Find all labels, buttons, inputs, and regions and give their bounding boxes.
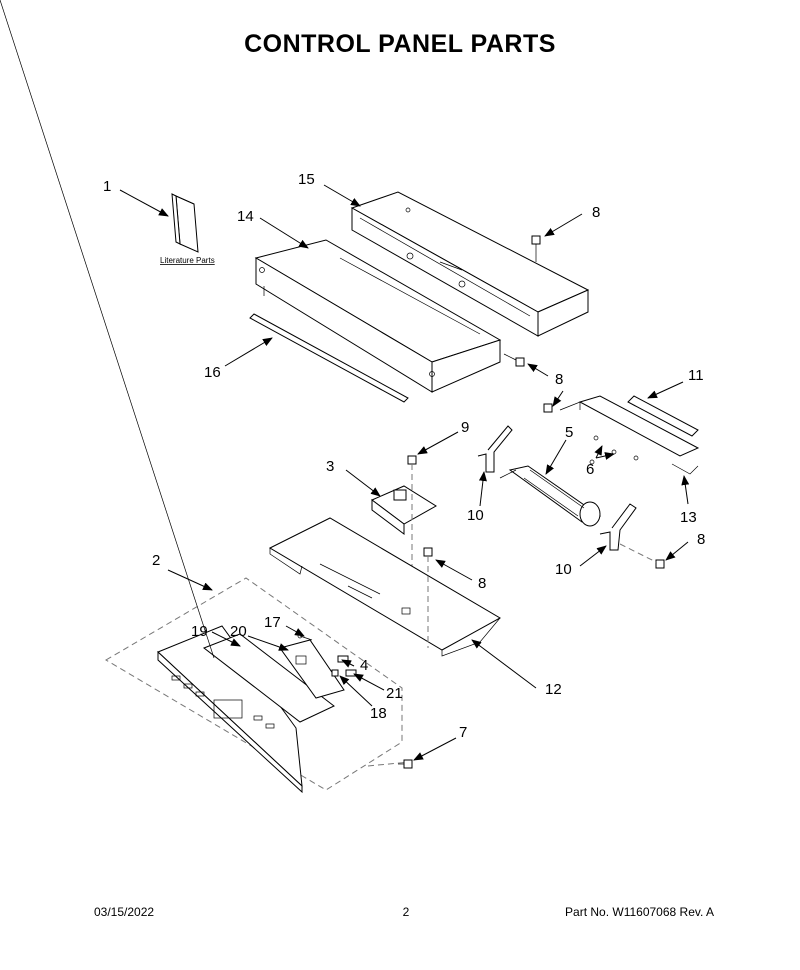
leader-6b	[595, 452, 615, 460]
callout-20: 20	[230, 623, 247, 640]
touch-control-board	[0, 0, 335, 723]
control-panel-top-cover	[350, 191, 590, 337]
callout-8-board: 8	[478, 575, 486, 592]
leader-8-bracket	[552, 390, 564, 407]
callout-6: 6	[586, 461, 594, 478]
leader-21	[353, 673, 385, 691]
leader-6a	[594, 445, 603, 459]
relay-board	[371, 485, 437, 535]
harness-17	[297, 633, 313, 641]
wire-connectors	[589, 435, 639, 465]
callout-1: 1	[103, 178, 111, 195]
leader-12	[471, 639, 537, 689]
leader-10b	[579, 545, 607, 567]
callout-2: 2	[152, 552, 160, 569]
leader-3	[345, 469, 381, 497]
leader-8-top	[544, 213, 583, 237]
leader-20	[247, 635, 289, 651]
callout-4: 4	[360, 657, 368, 674]
leader-7	[413, 737, 457, 761]
callout-12: 12	[545, 681, 562, 698]
callout-7: 7	[459, 724, 467, 741]
leader-8-board	[435, 559, 473, 581]
footer-date: 03/15/2022	[94, 905, 155, 919]
leader-8-right	[665, 541, 689, 561]
callout-14: 14	[237, 208, 254, 225]
screw-8-right	[619, 543, 665, 569]
leader-15	[323, 184, 361, 207]
callout-21: 21	[386, 685, 403, 702]
leader-18	[339, 675, 373, 707]
literature-booklet	[171, 193, 199, 253]
spring-18	[331, 669, 339, 677]
literature-parts-label: Literature Parts	[160, 256, 215, 265]
page-title: CONTROL PANEL PARTS	[244, 30, 556, 58]
callout-10-left: 10	[467, 507, 484, 524]
mounting-bracket	[559, 395, 700, 475]
leader-17	[285, 625, 305, 637]
callout-13: 13	[680, 509, 697, 526]
bracket-4	[337, 655, 349, 663]
callout-8-top: 8	[592, 204, 600, 221]
user-interface-board	[279, 639, 345, 699]
leader-16	[224, 337, 273, 367]
leader-4	[341, 659, 355, 668]
callout-19: 19	[191, 623, 208, 640]
leader-11	[647, 381, 684, 399]
leader-10a	[478, 471, 487, 507]
callout-3: 3	[326, 458, 334, 475]
screw-8-bracket	[543, 403, 553, 413]
support-bracket-right	[599, 503, 637, 551]
callout-16: 16	[204, 364, 221, 381]
callout-18: 18	[370, 705, 387, 722]
leader-2	[167, 569, 213, 591]
screw-8-mid	[503, 353, 525, 367]
cooling-fan	[499, 465, 602, 527]
footer-page-number: 2	[402, 905, 410, 919]
callout-8-mid: 8	[555, 371, 563, 388]
callout-5: 5	[565, 424, 573, 441]
support-bracket-left	[477, 425, 513, 473]
callout-10-right: 10	[555, 561, 572, 578]
leader-9	[417, 431, 459, 455]
callout-17: 17	[264, 614, 281, 631]
callout-8-right: 8	[697, 531, 705, 548]
callout-11: 11	[688, 367, 704, 384]
gasket-strip	[249, 313, 409, 403]
leader-5	[545, 439, 567, 475]
footer-part-number: Part No. W11607068 Rev. A	[565, 905, 714, 919]
control-console-overlay	[157, 625, 303, 794]
trim-rail	[627, 395, 699, 437]
leader-8-mid	[527, 363, 549, 377]
leader-1	[119, 189, 169, 217]
control-panel-assembly-outline	[105, 577, 411, 791]
callout-9: 9	[461, 419, 469, 436]
callout-15: 15	[298, 171, 315, 188]
clip-21	[345, 669, 357, 677]
screw-7	[398, 759, 413, 769]
screw-8-top	[531, 235, 541, 262]
leader-14	[259, 217, 309, 249]
leader-19	[211, 631, 241, 647]
leader-13	[681, 475, 690, 505]
control-panel-base-plate	[268, 517, 502, 657]
